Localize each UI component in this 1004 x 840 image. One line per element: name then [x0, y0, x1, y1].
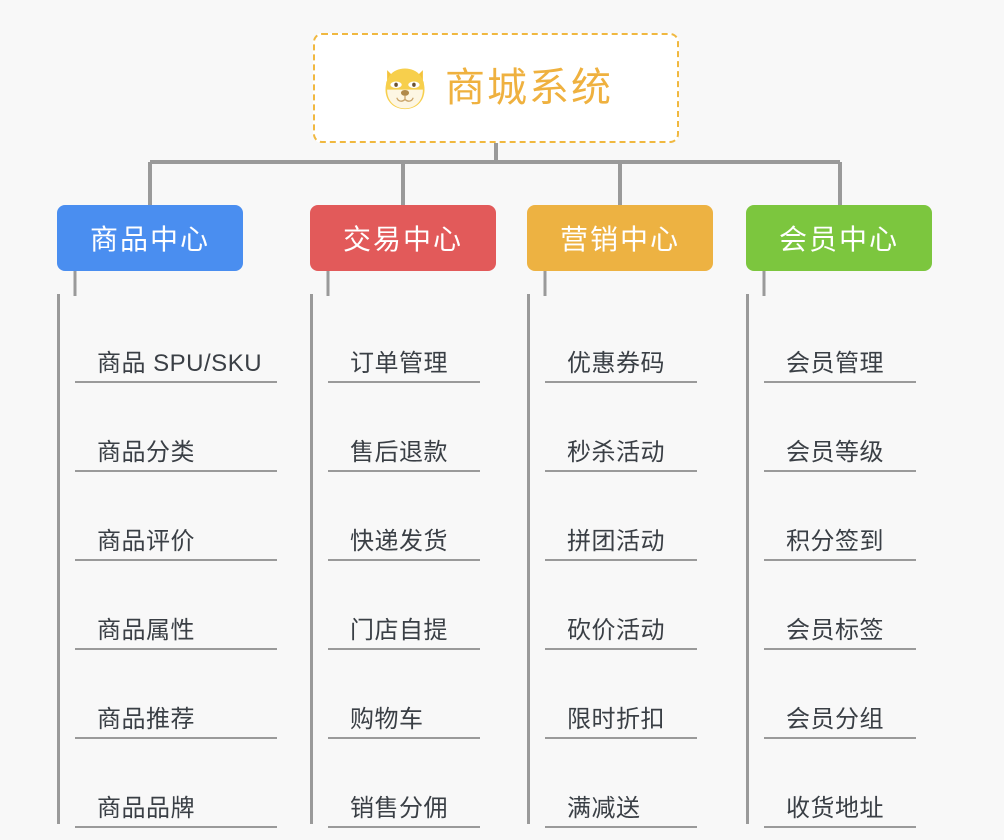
root-node[interactable]: 商城系统 — [313, 33, 679, 143]
category-header-member[interactable]: 会员中心 — [746, 205, 932, 271]
leaf-item[interactable]: 商品评价 — [75, 472, 277, 561]
leaf-label: 订单管理 — [350, 350, 448, 377]
leaf-item[interactable]: 限时折扣 — [545, 650, 697, 739]
leaf-item[interactable]: 优惠券码 — [545, 294, 697, 383]
leaf-label: 售后退款 — [350, 439, 448, 466]
leaf-item[interactable]: 砍价活动 — [545, 561, 697, 650]
leaf-label: 秒杀活动 — [567, 439, 665, 466]
leaf-list-marketing: 优惠券码 秒杀活动 拼团活动 砍价活动 限时折扣 满减送 — [527, 294, 697, 828]
leaf-item[interactable]: 门店自提 — [328, 561, 480, 650]
leaf-item[interactable]: 商品品牌 — [75, 739, 277, 828]
leaf-item[interactable]: 拼团活动 — [545, 472, 697, 561]
leaf-spine — [57, 294, 60, 824]
shiba-dog-face-icon — [385, 68, 425, 110]
leaf-label: 限时折扣 — [567, 706, 665, 733]
category-title: 会员中心 — [778, 224, 899, 255]
root-title: 商城系统 — [445, 66, 613, 110]
leaf-item[interactable]: 商品分类 — [75, 383, 277, 472]
leaf-list-products: 商品 SPU/SKU 商品分类 商品评价 商品属性 商品推荐 商品品牌 — [57, 294, 277, 828]
leaf-item[interactable]: 商品 SPU/SKU — [75, 294, 277, 383]
category-column-marketing: 营销中心 优惠券码 秒杀活动 拼团活动 砍价活动 限时折扣 满减送 — [527, 205, 713, 828]
leaf-item[interactable]: 会员等级 — [764, 383, 916, 472]
leaf-label: 收货地址 — [786, 795, 884, 822]
leaf-label: 商品分类 — [97, 439, 195, 466]
leaf-item[interactable]: 秒杀活动 — [545, 383, 697, 472]
leaf-label: 门店自提 — [350, 617, 448, 644]
leaf-label: 销售分佣 — [350, 795, 448, 822]
leaf-item[interactable]: 售后退款 — [328, 383, 480, 472]
leaf-label: 购物车 — [350, 706, 424, 733]
leaf-item[interactable]: 积分签到 — [764, 472, 916, 561]
category-column-member: 会员中心 会员管理 会员等级 积分签到 会员标签 会员分组 收货地址 — [746, 205, 932, 828]
leaf-item[interactable]: 订单管理 — [328, 294, 480, 383]
leaf-item[interactable]: 收货地址 — [764, 739, 916, 828]
leaf-item[interactable]: 购物车 — [328, 650, 480, 739]
leaf-item[interactable]: 销售分佣 — [328, 739, 480, 828]
category-title: 商品中心 — [89, 224, 210, 255]
category-title: 交易中心 — [342, 224, 463, 255]
leaf-item[interactable]: 会员分组 — [764, 650, 916, 739]
category-column-trade: 交易中心 订单管理 售后退款 快递发货 门店自提 购物车 销售分佣 — [310, 205, 496, 828]
leaf-label: 会员分组 — [786, 706, 884, 733]
leaf-label: 优惠券码 — [567, 350, 665, 377]
leaf-label: 满减送 — [567, 795, 641, 822]
category-header-marketing[interactable]: 营销中心 — [527, 205, 713, 271]
leaf-item[interactable]: 快递发货 — [328, 472, 480, 561]
leaf-item[interactable]: 商品属性 — [75, 561, 277, 650]
category-header-products[interactable]: 商品中心 — [57, 205, 243, 271]
leaf-item[interactable]: 会员标签 — [764, 561, 916, 650]
leaf-item[interactable]: 商品推荐 — [75, 650, 277, 739]
leaf-list-trade: 订单管理 售后退款 快递发货 门店自提 购物车 销售分佣 — [310, 294, 480, 828]
category-title: 营销中心 — [559, 224, 680, 255]
category-header-trade[interactable]: 交易中心 — [310, 205, 496, 271]
leaf-item[interactable]: 满减送 — [545, 739, 697, 828]
leaf-label: 商品评价 — [97, 528, 195, 555]
leaf-item[interactable]: 会员管理 — [764, 294, 916, 383]
leaf-label: 会员标签 — [786, 617, 884, 644]
category-column-products: 商品中心 商品 SPU/SKU 商品分类 商品评价 商品属性 商品推荐 商品品牌 — [57, 205, 277, 828]
leaf-label: 会员等级 — [786, 439, 884, 466]
leaf-label: 快递发货 — [350, 528, 448, 555]
leaf-label: 积分签到 — [786, 528, 884, 555]
leaf-spine — [310, 294, 313, 824]
leaf-spine — [527, 294, 530, 824]
leaf-label: 商品 SPU/SKU — [97, 350, 263, 377]
leaf-label: 商品推荐 — [97, 706, 195, 733]
leaf-label: 商品属性 — [97, 617, 195, 644]
leaf-label: 砍价活动 — [567, 617, 665, 644]
leaf-label: 商品品牌 — [97, 795, 195, 822]
leaf-spine — [746, 294, 749, 824]
leaf-label: 会员管理 — [786, 350, 884, 377]
leaf-list-member: 会员管理 会员等级 积分签到 会员标签 会员分组 收货地址 — [746, 294, 916, 828]
leaf-label: 拼团活动 — [567, 528, 665, 555]
